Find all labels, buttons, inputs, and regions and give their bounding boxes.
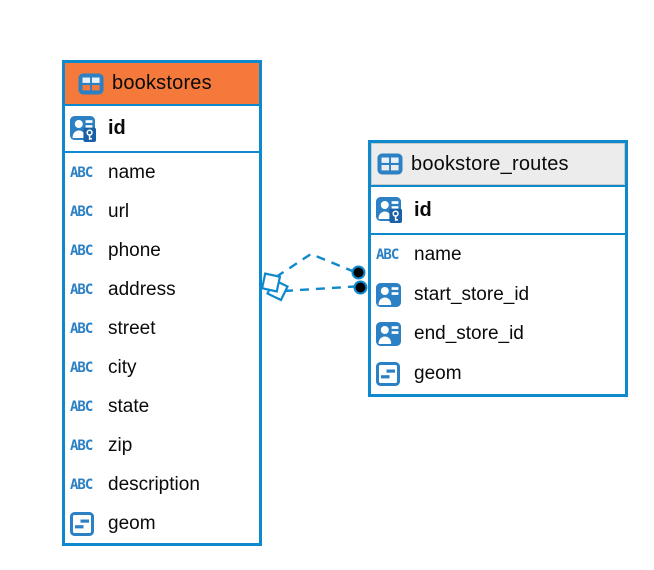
entity-header[interactable]: bookstores: [65, 63, 259, 106]
column-row[interactable]: ABC name: [65, 153, 259, 192]
entity-header[interactable]: bookstore_routes: [371, 143, 625, 187]
column-row[interactable]: ABC zip: [65, 426, 259, 465]
column-label: name: [414, 243, 462, 265]
relationship-line[interactable]: [283, 285, 356, 293]
column-label: name: [108, 161, 156, 183]
relationship-line[interactable]: [275, 252, 354, 279]
column-row[interactable]: ABC street: [65, 309, 259, 348]
foreign-key-icon: [376, 282, 401, 307]
relationship-diamond-marker: [260, 272, 282, 293]
entity-columns: ABC name start_store_id end_store_id geo…: [371, 235, 625, 394]
column-label: id: [414, 198, 432, 221]
entity-title: bookstores: [112, 72, 212, 94]
column-row[interactable]: geom: [65, 504, 259, 543]
text-type-icon: ABC: [70, 320, 93, 337]
column-label: address: [108, 278, 176, 300]
foreign-key-icon: [376, 322, 401, 347]
relationship-endpoint-dot: [353, 280, 368, 295]
column-label: geom: [108, 512, 156, 534]
column-label: id: [108, 117, 126, 139]
text-type-icon: ABC: [70, 281, 93, 298]
column-label: url: [108, 200, 130, 222]
column-label: state: [108, 395, 150, 417]
text-type-icon: ABC: [376, 246, 399, 263]
primary-key-icon: [70, 115, 97, 143]
text-type-icon: ABC: [70, 398, 93, 415]
geometry-type-icon: [70, 511, 94, 536]
column-row[interactable]: geom: [371, 354, 625, 394]
column-label: geom: [414, 363, 462, 385]
text-type-icon: ABC: [70, 164, 93, 181]
entity-bookstores[interactable]: bookstores id ABC name ABC url ABC phone…: [62, 60, 262, 546]
column-row-id[interactable]: id: [65, 106, 259, 153]
entity-bookstore-routes[interactable]: bookstore_routes id ABC name start_store…: [368, 140, 628, 397]
column-row[interactable]: ABC city: [65, 348, 259, 387]
column-label: phone: [108, 239, 161, 261]
column-label: street: [108, 317, 156, 339]
column-label: city: [108, 356, 137, 378]
column-row[interactable]: ABC description: [65, 465, 259, 504]
text-type-icon: ABC: [70, 203, 93, 220]
column-row[interactable]: end_store_id: [371, 315, 625, 355]
column-row-id[interactable]: id: [371, 187, 625, 235]
column-label: description: [108, 473, 200, 495]
column-row[interactable]: start_store_id: [371, 275, 625, 315]
text-type-icon: ABC: [70, 359, 93, 376]
primary-key-icon: [376, 196, 403, 224]
relationship-diamond-marker: [266, 278, 289, 302]
column-row[interactable]: ABC name: [371, 235, 625, 275]
text-type-icon: ABC: [70, 476, 93, 493]
relationship-endpoint-dot: [351, 265, 366, 280]
column-row[interactable]: ABC address: [65, 270, 259, 309]
column-label: zip: [108, 434, 133, 456]
column-row[interactable]: ABC url: [65, 192, 259, 231]
entity-columns: ABC name ABC url ABC phone ABC address A…: [65, 153, 259, 543]
column-label: end_store_id: [414, 323, 524, 345]
text-type-icon: ABC: [70, 437, 93, 454]
table-icon: [377, 153, 403, 175]
column-row[interactable]: ABC state: [65, 387, 259, 426]
text-type-icon: ABC: [70, 242, 93, 259]
entity-title: bookstore_routes: [411, 152, 569, 175]
geometry-type-icon: [376, 362, 400, 387]
column-label: start_store_id: [414, 283, 530, 305]
table-icon: [78, 73, 104, 94]
column-row[interactable]: ABC phone: [65, 231, 259, 270]
